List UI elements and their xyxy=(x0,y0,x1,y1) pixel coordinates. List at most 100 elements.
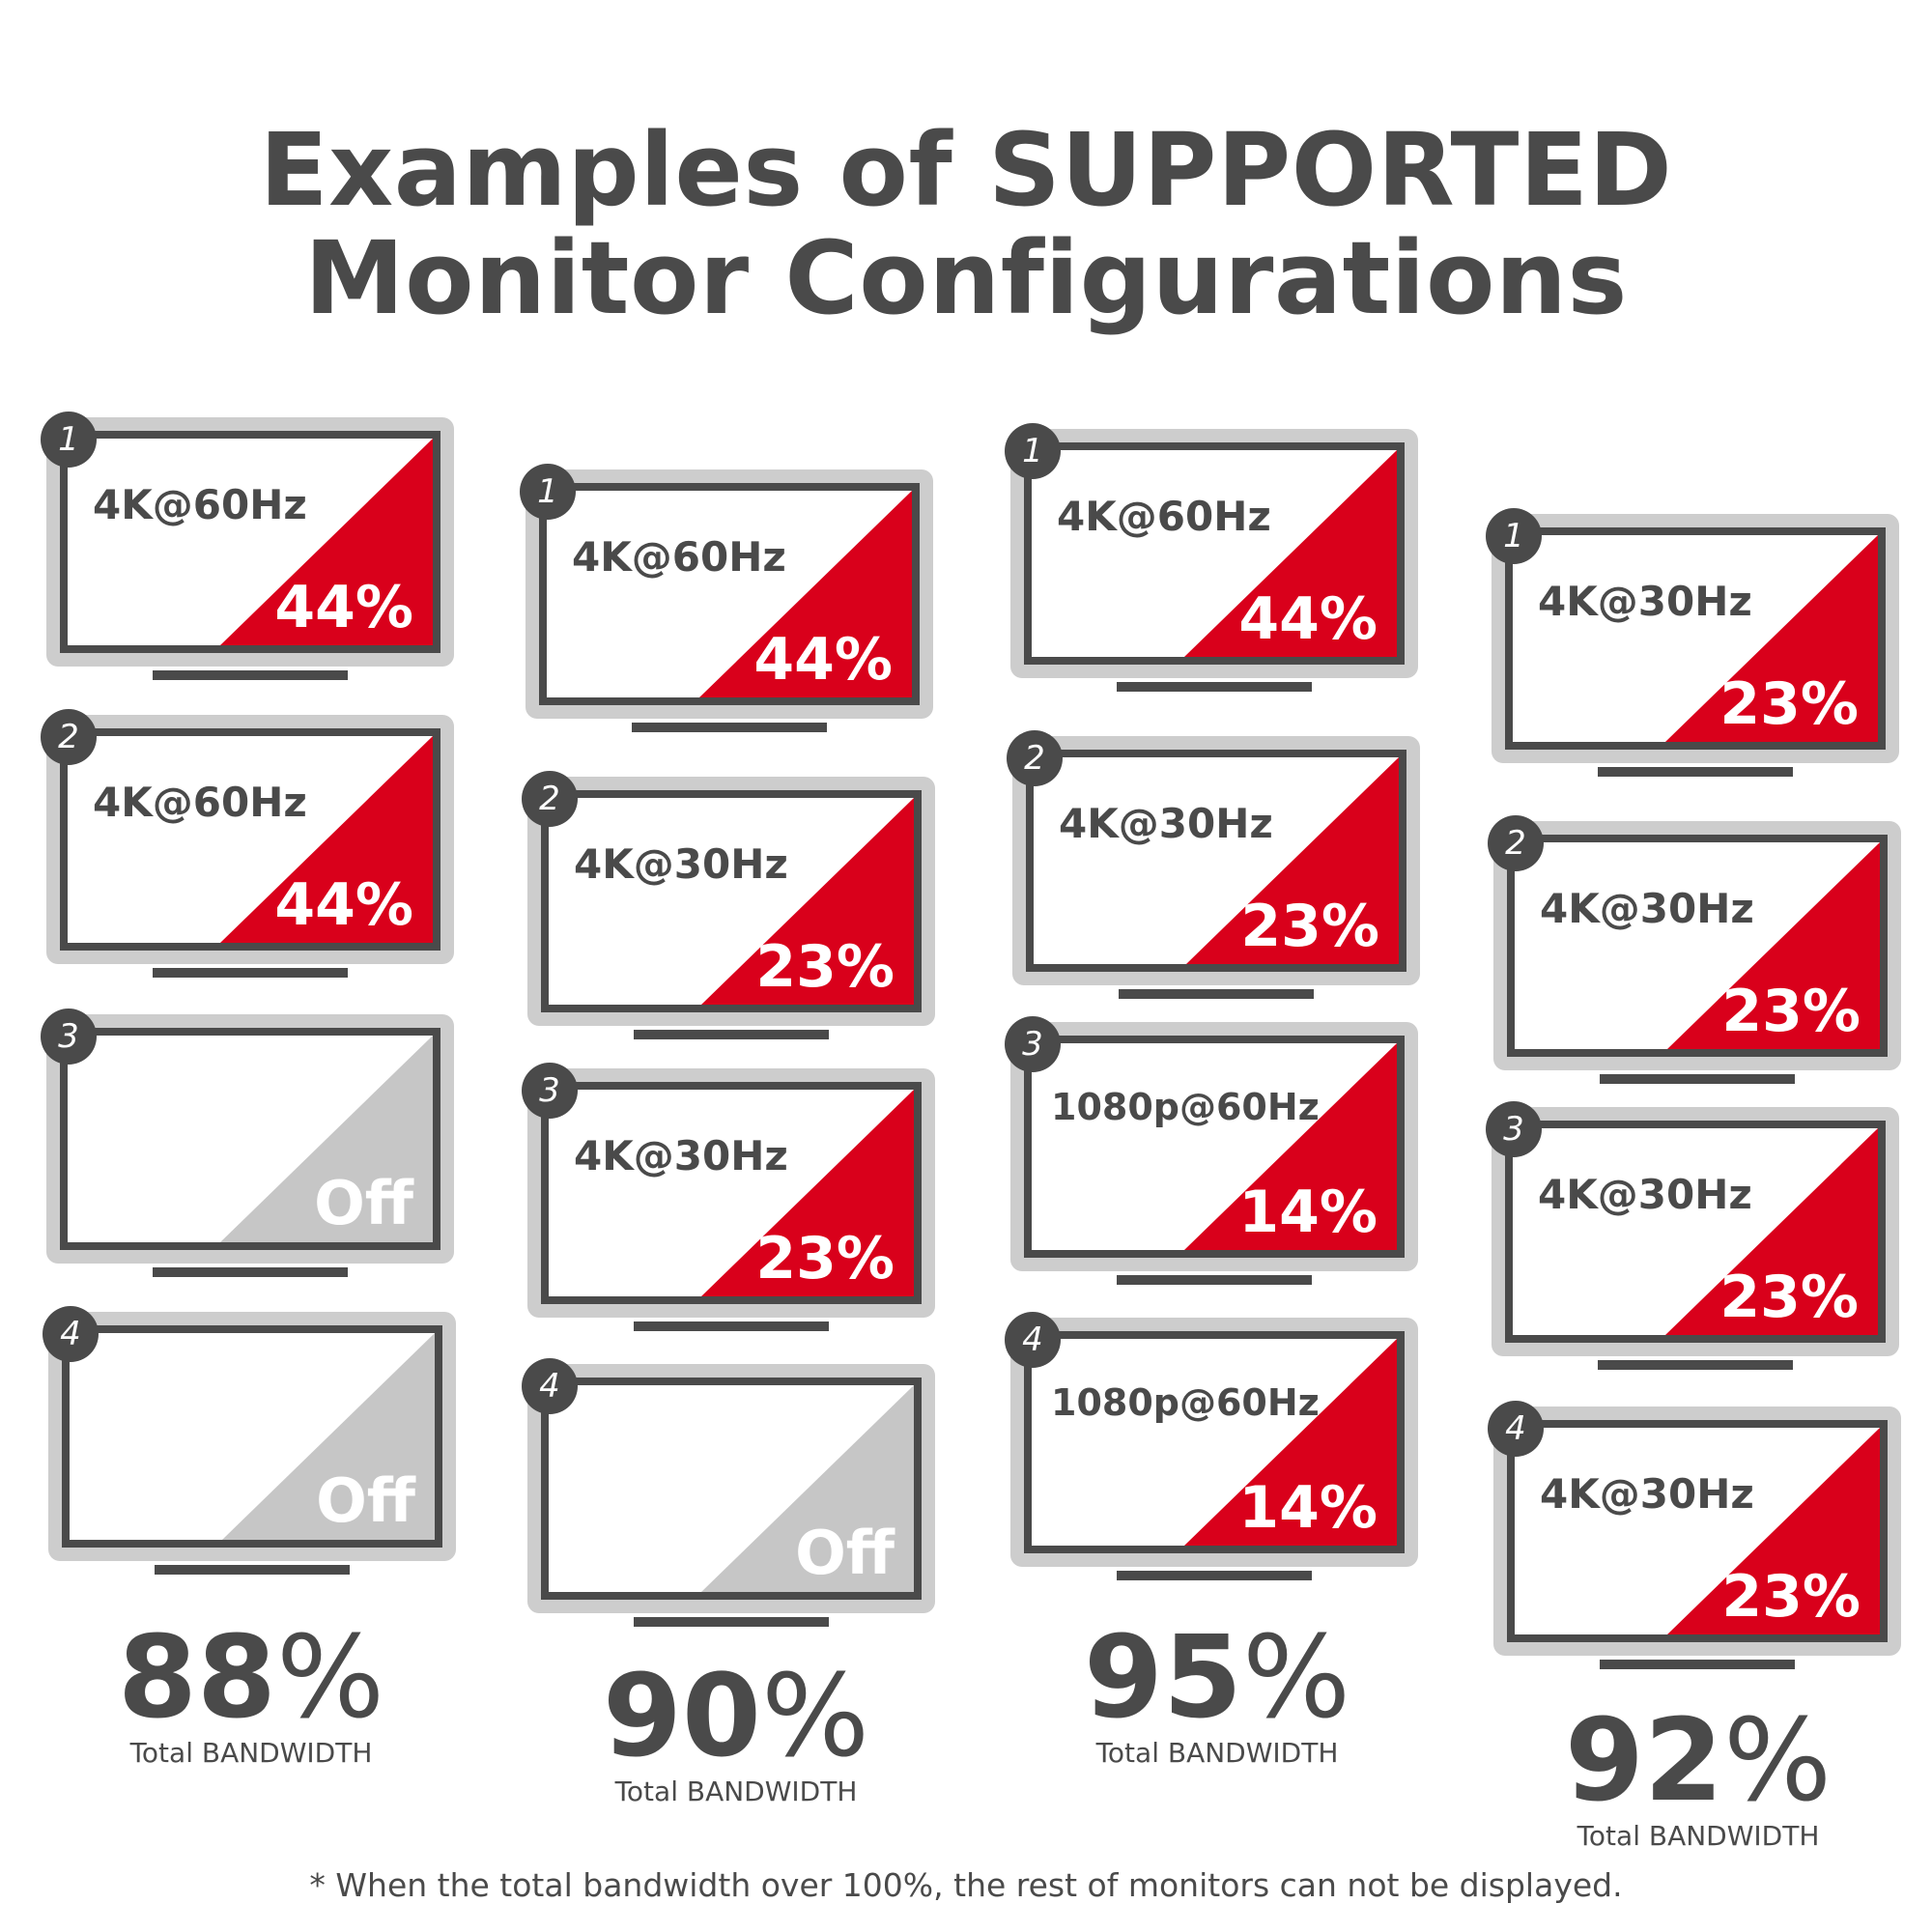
monitor-screen: 4K@30Hz 23% xyxy=(1026,750,1406,972)
monitor-3: 1080p@60Hz 14% 3 xyxy=(1005,1016,1418,1285)
monitor-3: 4K@30Hz 23% 3 xyxy=(1486,1101,1899,1370)
monitor-screen: 4K@60Hz 44% xyxy=(539,483,920,705)
total-bandwidth-value: 90% xyxy=(602,1649,870,1782)
monitor-4: Off 4 xyxy=(522,1358,935,1627)
monitor-stand xyxy=(634,1617,829,1627)
monitor-stand xyxy=(1117,682,1312,692)
monitor-resolution: 4K@60Hz xyxy=(93,481,307,528)
monitor-1: 4K@60Hz 44% 1 xyxy=(520,464,933,732)
monitor-bandwidth: Off xyxy=(314,1168,413,1238)
monitor-2: 4K@30Hz 23% 2 xyxy=(522,771,935,1039)
monitor-number-badge: 4 xyxy=(522,1358,578,1414)
total-bandwidth-label: Total BANDWIDTH xyxy=(1577,1820,1820,1852)
monitor-number-badge: 1 xyxy=(520,464,576,520)
monitor-resolution: 4K@30Hz xyxy=(1538,578,1752,625)
monitor-resolution: 1080p@60Hz xyxy=(1051,1381,1320,1424)
monitor-number-badge: 2 xyxy=(1488,815,1544,871)
monitor-bandwidth: 23% xyxy=(1719,670,1859,738)
monitor-bandwidth: 23% xyxy=(1721,978,1861,1045)
monitor-bandwidth: 14% xyxy=(1238,1474,1378,1542)
monitor-resolution: 4K@30Hz xyxy=(1538,1171,1752,1218)
monitor-stand xyxy=(634,1321,829,1331)
monitor-1: 4K@30Hz 23% 1 xyxy=(1486,508,1899,777)
monitor-stand xyxy=(153,968,348,978)
monitor-bandwidth: 23% xyxy=(1719,1264,1859,1331)
monitor-resolution: 4K@30Hz xyxy=(1540,885,1754,932)
monitor-screen: 4K@30Hz 23% xyxy=(541,790,922,1012)
monitor-stand xyxy=(153,670,348,680)
total-bandwidth-label: Total BANDWIDTH xyxy=(129,1737,373,1769)
title-line-2: Monitor Configurations xyxy=(304,219,1628,337)
total-bandwidth: 88% Total BANDWIDTH xyxy=(97,1619,406,1769)
monitor-resolution: 4K@60Hz xyxy=(1057,493,1271,540)
monitor-screen: 1080p@60Hz 14% xyxy=(1024,1331,1405,1553)
total-bandwidth-label: Total BANDWIDTH xyxy=(1095,1737,1339,1769)
monitor-screen: 4K@30Hz 23% xyxy=(1507,835,1888,1057)
monitor-screen: 4K@60Hz 44% xyxy=(60,431,440,653)
monitor-resolution: 1080p@60Hz xyxy=(1051,1086,1320,1128)
monitor-4: 4K@30Hz 23% 4 xyxy=(1488,1401,1901,1669)
monitor-2: 4K@60Hz 44% 2 xyxy=(41,709,454,978)
monitor-number-badge: 2 xyxy=(41,709,97,765)
monitor-number-badge: 1 xyxy=(1486,508,1542,564)
monitor-number-badge: 2 xyxy=(522,771,578,827)
monitor-2: 4K@30Hz 23% 2 xyxy=(1488,815,1901,1084)
monitor-bandwidth: 44% xyxy=(274,871,413,939)
total-bandwidth: 90% Total BANDWIDTH xyxy=(582,1658,891,1807)
monitor-stand xyxy=(634,1030,829,1039)
total-bandwidth: 95% Total BANDWIDTH xyxy=(1063,1619,1372,1769)
monitor-stand xyxy=(1598,1360,1793,1370)
monitor-screen: 4K@60Hz 44% xyxy=(60,728,440,951)
monitor-stand xyxy=(1598,767,1793,777)
total-bandwidth-label: Total BANDWIDTH xyxy=(614,1776,858,1807)
monitor-resolution: 4K@30Hz xyxy=(1540,1470,1754,1518)
monitor-number-badge: 1 xyxy=(41,412,97,468)
monitor-1: 4K@60Hz 44% 1 xyxy=(41,412,454,680)
monitor-screen: Off xyxy=(60,1028,440,1250)
monitor-stand xyxy=(1119,989,1314,999)
monitor-number-badge: 1 xyxy=(1005,423,1061,479)
monitor-number-badge: 3 xyxy=(1005,1016,1061,1072)
monitor-number-badge: 3 xyxy=(1486,1101,1542,1157)
page-title: Examples of SUPPORTED Monitor Configurat… xyxy=(0,116,1932,332)
monitor-stand xyxy=(155,1565,350,1575)
monitor-bandwidth: 44% xyxy=(753,626,893,694)
monitor-stand xyxy=(153,1267,348,1277)
monitor-number-badge: 3 xyxy=(41,1009,97,1065)
monitor-number-badge: 2 xyxy=(1007,730,1063,786)
monitor-bandwidth: 14% xyxy=(1238,1179,1378,1246)
monitor-3: Off 3 xyxy=(41,1009,454,1277)
monitor-stand xyxy=(1600,1074,1795,1084)
monitor-4: 1080p@60Hz 14% 4 xyxy=(1005,1312,1418,1580)
monitor-bandwidth: 23% xyxy=(755,1225,895,1293)
monitor-4: Off 4 xyxy=(43,1306,456,1575)
monitor-stand xyxy=(632,723,827,732)
monitor-resolution: 4K@30Hz xyxy=(574,840,788,888)
monitor-screen: 4K@30Hz 23% xyxy=(1505,527,1886,750)
title-line-1: Examples of SUPPORTED xyxy=(259,111,1673,229)
monitor-bandwidth: 44% xyxy=(274,574,413,641)
monitor-resolution: 4K@60Hz xyxy=(93,779,307,826)
monitor-bandwidth: 23% xyxy=(1240,893,1379,960)
monitor-screen: 4K@60Hz 44% xyxy=(1024,442,1405,665)
monitor-resolution: 4K@30Hz xyxy=(574,1132,788,1179)
monitor-stand xyxy=(1600,1660,1795,1669)
monitor-screen: 4K@30Hz 23% xyxy=(541,1082,922,1304)
monitor-resolution: 4K@30Hz xyxy=(1059,800,1273,847)
monitor-screen: 4K@30Hz 23% xyxy=(1507,1420,1888,1642)
monitor-screen: Off xyxy=(62,1325,442,1548)
monitor-stand xyxy=(1117,1275,1312,1285)
monitor-3: 4K@30Hz 23% 3 xyxy=(522,1063,935,1331)
monitor-resolution: 4K@60Hz xyxy=(572,533,786,581)
monitor-bandwidth: 23% xyxy=(1721,1563,1861,1631)
monitor-screen: 1080p@60Hz 14% xyxy=(1024,1036,1405,1258)
monitor-screen: Off xyxy=(541,1378,922,1600)
total-bandwidth-value: 92% xyxy=(1564,1693,1833,1827)
monitor-bandwidth: Off xyxy=(795,1518,895,1588)
monitor-number-badge: 4 xyxy=(43,1306,99,1362)
monitor-bandwidth: Off xyxy=(316,1465,415,1536)
monitor-1: 4K@60Hz 44% 1 xyxy=(1005,423,1418,692)
monitor-stand xyxy=(1117,1571,1312,1580)
monitor-bandwidth: 44% xyxy=(1238,585,1378,653)
footnote: * When the total bandwidth over 100%, th… xyxy=(309,1866,1623,1904)
